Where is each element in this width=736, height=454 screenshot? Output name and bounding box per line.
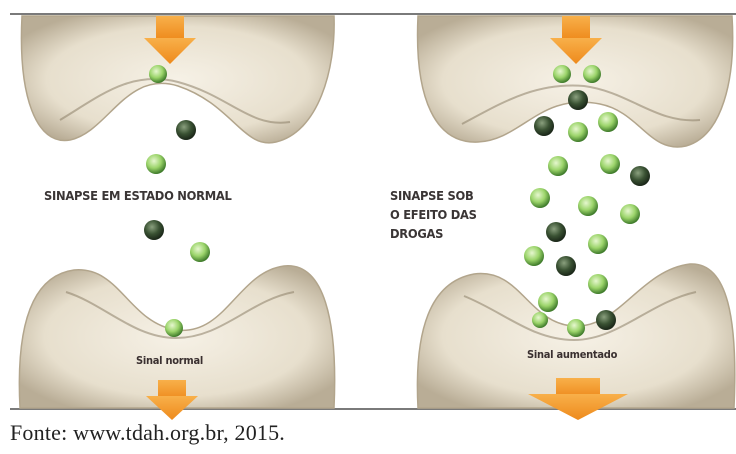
neurotransmitter-dark — [176, 120, 196, 140]
source-caption: Fonte: www.tdah.org.br, 2015. — [10, 420, 285, 446]
neurotransmitter-light — [165, 319, 183, 337]
neurotransmitter-light — [146, 154, 166, 174]
right-signal-label: Sinal aumentado — [527, 348, 617, 361]
left-signal-label: Sinal normal — [136, 354, 203, 367]
neurotransmitter-light — [190, 242, 210, 262]
right-panel-label: SINAPSE SOB O EFEITO DAS DROGAS — [390, 186, 477, 243]
left-panel-label: SINAPSE EM ESTADO NORMAL — [44, 186, 232, 205]
neurotransmitter-dark — [144, 220, 164, 240]
neurotransmitter-light — [149, 65, 167, 83]
